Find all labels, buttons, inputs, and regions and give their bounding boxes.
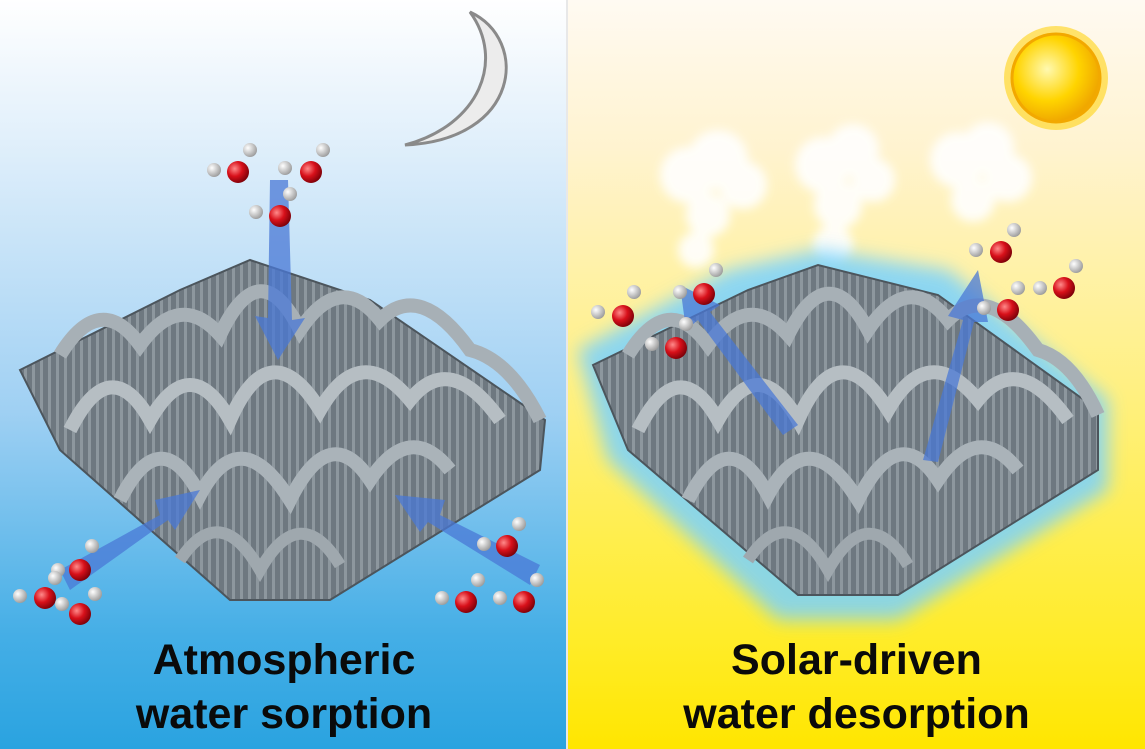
desorption-scene [578,26,1108,620]
desorption-caption-line2: water desorption [683,690,1030,738]
water-molecule [977,281,1025,321]
sorption-arrows [60,180,540,590]
water-molecule [51,539,99,581]
water-molecule [249,187,297,227]
sorption-panel: Atmospheric water sorption [0,0,568,749]
water-molecule [55,587,102,625]
steam-cloud [930,122,1032,222]
arrow-top [255,180,305,360]
sorption-caption: Atmospheric water sorption [0,633,568,741]
desorption-arrows [680,270,988,462]
water-molecule [673,263,723,305]
water-molecule [477,517,526,557]
water-molecule [493,573,544,613]
arrow-bottom-right [395,495,540,585]
water-molecules [13,143,544,625]
sorption-caption-line1: Atmospheric [152,636,416,684]
water-molecule [1033,259,1083,299]
arrow-bottom-left [60,490,200,590]
water-molecule [13,571,62,609]
water-molecules [591,223,1083,359]
sun-icon [1004,26,1108,130]
water-molecule [207,143,257,183]
steam-cloud [795,124,895,265]
water-molecule [435,573,485,613]
water-molecule [591,285,641,327]
arrow-left [680,285,798,435]
desorption-caption-line1: Solar-driven [731,636,982,684]
framework-structure [591,263,1105,596]
water-molecule [278,143,330,183]
sorption-scene [13,10,547,625]
crescent-moon-icon [404,10,508,147]
desorption-caption: Solar-driven water desorption [568,633,1145,741]
panel-divider [566,0,568,749]
desorption-panel: Solar-driven water desorption [568,0,1145,749]
water-molecule [969,223,1021,263]
arrow-right [923,270,988,462]
water-molecule [645,317,693,359]
steam-cloud [660,130,767,268]
sorption-caption-line2: water sorption [135,690,433,738]
